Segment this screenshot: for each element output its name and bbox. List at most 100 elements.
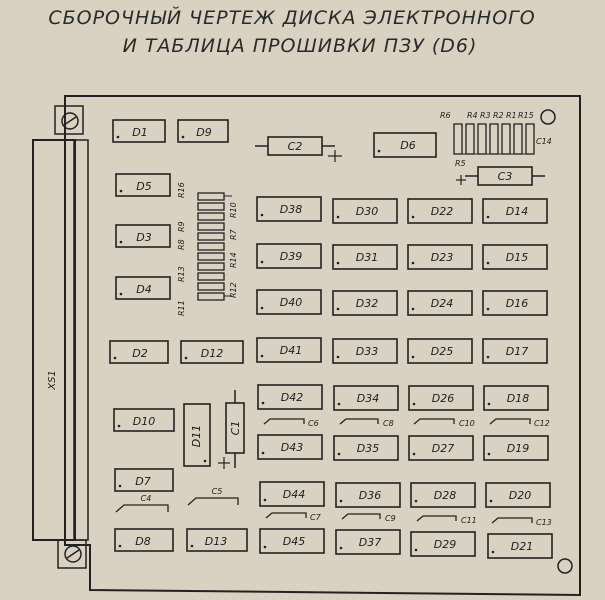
svg-text:D18: D18 <box>507 392 529 405</box>
svg-text:D23: D23 <box>431 251 453 264</box>
svg-text:R6: R6 <box>440 111 451 120</box>
chip-d35: D35 <box>333 435 399 461</box>
chip-d32: D32 <box>332 290 398 316</box>
svg-text:D20: D20 <box>509 489 531 502</box>
capacitor-c13: C13 <box>491 517 552 527</box>
capacitor-c6: C6 <box>263 418 319 428</box>
svg-text:C1: C1 <box>229 421 242 436</box>
chip-d12: D12 <box>180 340 244 364</box>
svg-text:R16: R16 <box>177 182 186 198</box>
svg-text:D17: D17 <box>506 345 528 358</box>
svg-text:D39: D39 <box>280 250 302 263</box>
chip-d16: D16 <box>482 290 548 316</box>
svg-text:R13: R13 <box>177 266 186 282</box>
svg-text:D27: D27 <box>432 442 454 455</box>
svg-text:R10: R10 <box>229 202 238 218</box>
svg-text:D25: D25 <box>431 345 453 358</box>
svg-text:R15: R15 <box>518 111 534 120</box>
chip-d11: D11 <box>183 403 211 467</box>
capacitor-c8: C8 <box>339 418 394 428</box>
svg-text:C13: C13 <box>536 518 552 527</box>
svg-text:D42: D42 <box>281 391 303 404</box>
resistor-ladder: R16 R10 R9 R7 R8 R14 R13 R12 R11 <box>177 182 238 316</box>
svg-text:D38: D38 <box>280 203 302 216</box>
svg-text:C5: C5 <box>212 487 223 496</box>
chip-d30: D30 <box>332 198 398 224</box>
chip-d5: D5 <box>115 173 171 197</box>
capacitor-c5: C5 <box>187 487 239 506</box>
svg-text:R3: R3 <box>480 111 491 120</box>
svg-text:D31: D31 <box>356 251 378 264</box>
chip-d39: D39 <box>256 243 322 269</box>
chip-d29: D29 <box>410 531 476 557</box>
svg-text:D2: D2 <box>132 347 147 360</box>
svg-text:C7: C7 <box>310 513 322 522</box>
chip-d7: D7 <box>114 468 174 492</box>
svg-text:D9: D9 <box>196 126 211 139</box>
svg-text:D15: D15 <box>506 251 528 264</box>
chip-d19: D19 <box>483 435 549 461</box>
svg-text:D43: D43 <box>281 441 303 454</box>
svg-text:C12: C12 <box>534 419 550 428</box>
svg-text:C9: C9 <box>385 514 396 523</box>
chip-d36: D36 <box>335 482 401 508</box>
svg-text:D29: D29 <box>434 538 456 551</box>
svg-text:D28: D28 <box>434 489 456 502</box>
svg-text:D10: D10 <box>133 415 155 428</box>
chip-d31: D31 <box>332 244 398 270</box>
svg-text:R1: R1 <box>506 111 517 120</box>
svg-text:D1: D1 <box>132 126 147 139</box>
svg-text:C14: C14 <box>536 137 552 146</box>
chip-d45: D45 <box>259 528 325 554</box>
chip-d14: D14 <box>482 198 548 224</box>
svg-text:C10: C10 <box>459 419 475 428</box>
capacitor-c7: C7 <box>265 512 322 522</box>
svg-text:D24: D24 <box>431 297 453 310</box>
svg-text:D22: D22 <box>431 205 453 218</box>
chip-d43: D43 <box>257 434 323 460</box>
chip-d24: D24 <box>407 290 473 316</box>
svg-text:D7: D7 <box>135 475 150 488</box>
chip-d15: D15 <box>482 244 548 270</box>
chip-d2: D2 <box>109 340 169 364</box>
svg-text:D12: D12 <box>201 347 223 360</box>
svg-text:D32: D32 <box>356 297 378 310</box>
chip-d21: D21 <box>487 533 553 559</box>
svg-text:D13: D13 <box>205 535 227 548</box>
capacitor-c9: C9 <box>341 513 396 523</box>
svg-text:R11: R11 <box>177 300 186 316</box>
svg-text:R9: R9 <box>177 221 186 232</box>
chip-d22: D22 <box>407 198 473 224</box>
chip-d27: D27 <box>408 435 474 461</box>
mounting-hole-top-right <box>540 109 556 125</box>
svg-text:D8: D8 <box>135 535 150 548</box>
mounting-hole-bottom-right <box>557 558 573 574</box>
chip-d3: D3 <box>115 224 171 248</box>
svg-text:D26: D26 <box>432 392 454 405</box>
chip-d1: D1 <box>112 119 166 143</box>
chip-d40: D40 <box>256 289 322 315</box>
svg-text:D14: D14 <box>506 205 528 218</box>
svg-text:D5: D5 <box>136 180 151 193</box>
chip-d38: D38 <box>256 196 322 222</box>
svg-text:C11: C11 <box>461 516 477 525</box>
capacitor-c1: C1 <box>218 390 245 469</box>
chip-d13: D13 <box>186 528 248 552</box>
chip-d17: D17 <box>482 338 548 364</box>
chip-d4: D4 <box>115 276 171 300</box>
capacitor-c11: C11 <box>416 515 477 525</box>
svg-text:D4: D4 <box>136 283 151 296</box>
svg-text:D35: D35 <box>357 442 379 455</box>
svg-text:R8: R8 <box>177 239 186 250</box>
svg-text:R4: R4 <box>467 111 478 120</box>
svg-text:D19: D19 <box>507 442 529 455</box>
mounting-hole-top-left <box>54 105 84 135</box>
svg-text:D41: D41 <box>280 344 302 357</box>
chip-d20: D20 <box>485 482 551 508</box>
chip-d41: D41 <box>256 337 322 363</box>
chip-d9: D9 <box>177 119 229 143</box>
svg-text:C8: C8 <box>383 419 394 428</box>
capacitor-c12: C12 <box>489 418 550 428</box>
svg-text:R5: R5 <box>455 159 466 168</box>
